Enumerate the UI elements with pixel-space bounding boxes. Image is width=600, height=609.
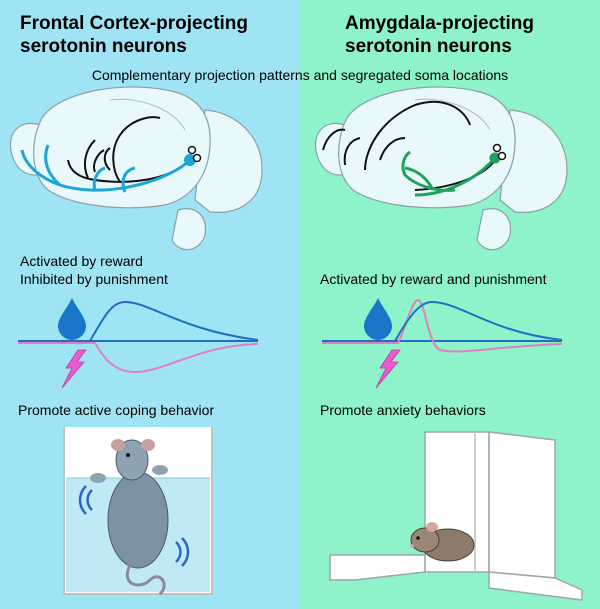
figure-subtitle: Complementary projection patterns and se… <box>91 67 509 83</box>
right-response-traces <box>322 298 563 389</box>
water-drop-icon <box>58 298 86 340</box>
left-title: Frontal Cortex-projecting serotonin neur… <box>20 12 248 58</box>
left-response-line2: Inhibited by punishment <box>20 271 168 287</box>
lightning-icon <box>375 349 401 389</box>
forced-swim-illustration <box>63 427 213 596</box>
elevated-maze-illustration <box>329 431 583 601</box>
water-drop-icon <box>364 298 392 340</box>
lightning-icon <box>61 349 87 389</box>
right-title: Amygdala-projecting serotonin neurons <box>345 12 534 58</box>
left-response-traces <box>18 298 259 389</box>
right-response-label: Activated by reward and punishment <box>320 270 546 288</box>
right-behavior-label: Promote anxiety behaviors <box>320 402 486 418</box>
right-title-line1: Amygdala-projecting <box>345 13 534 34</box>
left-response-line1: Activated by reward <box>20 253 143 269</box>
right-brain-diagram <box>314 86 568 251</box>
left-behavior-label: Promote active coping behavior <box>18 402 215 418</box>
right-response-line1: Activated by reward and punishment <box>320 271 547 287</box>
mouse-icon <box>90 439 169 596</box>
left-title-line1: Frontal Cortex-projecting <box>20 13 249 34</box>
right-title-line2: serotonin neurons <box>345 36 512 57</box>
mouse-icon <box>410 522 475 562</box>
left-title-line2: serotonin neurons <box>20 36 187 57</box>
left-response-label: Activated by reward Inhibited by punishm… <box>20 252 168 288</box>
left-brain-diagram <box>9 86 263 251</box>
